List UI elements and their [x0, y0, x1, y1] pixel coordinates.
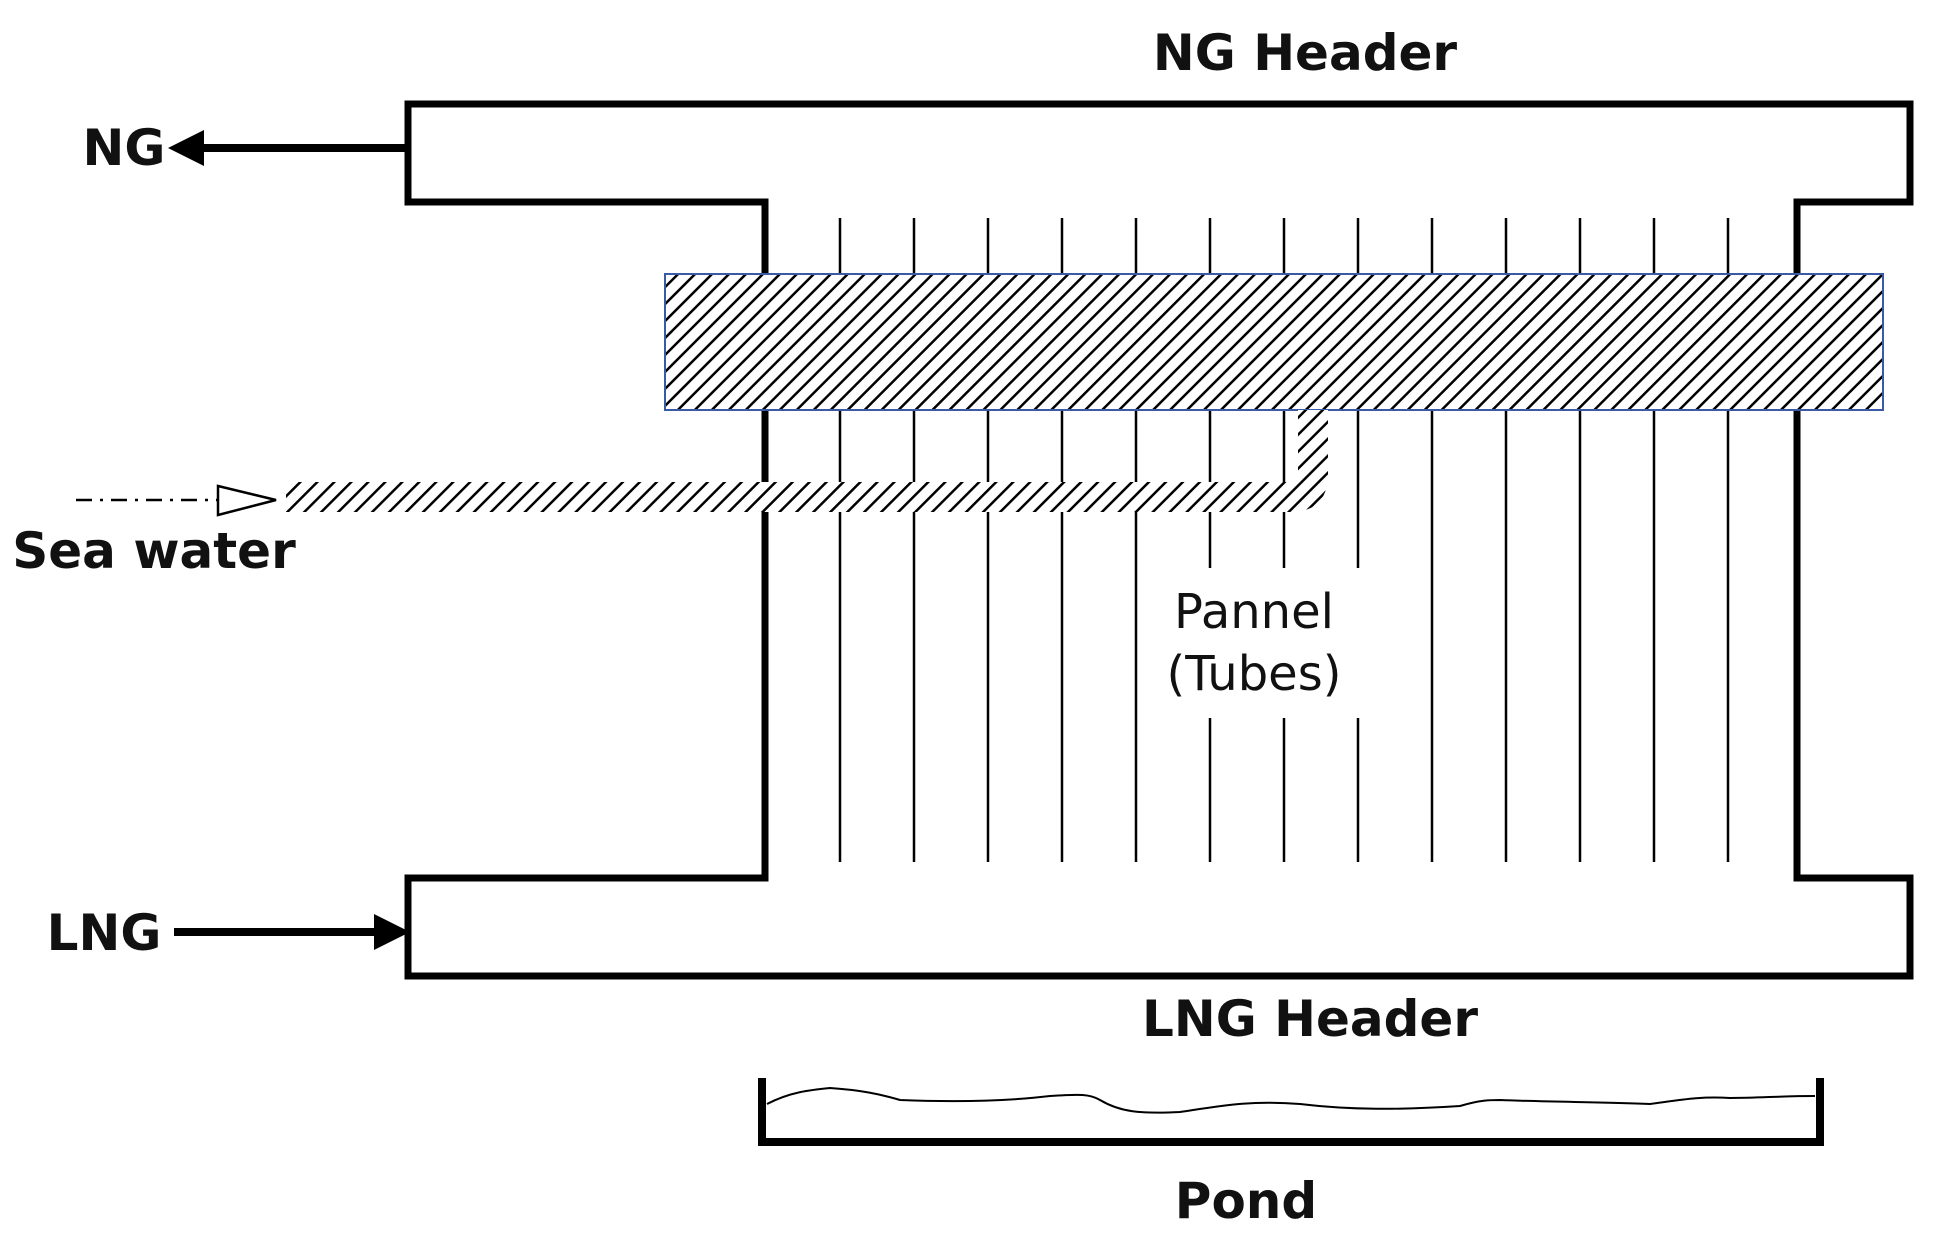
ng-arrow-icon [168, 130, 204, 166]
pond-basin [758, 1078, 1824, 1146]
panel-label: Pannel [1174, 584, 1334, 640]
lng-header-label: LNG Header [1142, 990, 1478, 1048]
ng-header-label: NG Header [1153, 24, 1457, 82]
sea-water-arrow-icon [216, 484, 277, 517]
ng-label: NG [83, 119, 166, 177]
panel-tubes-label: (Tubes) [1167, 646, 1342, 702]
pond-label: Pond [1175, 1172, 1317, 1230]
sea-water-trough [664, 273, 1884, 411]
sea-water-pipe [286, 410, 1328, 512]
lng-arrow-icon [374, 914, 410, 950]
pond-water-surface [766, 1086, 1816, 1114]
sea-water-label: Sea water [12, 522, 296, 580]
panel-label-backdrop [1160, 568, 1360, 718]
exchanger-outline [404, 100, 1914, 980]
lng-label: LNG [47, 904, 162, 962]
